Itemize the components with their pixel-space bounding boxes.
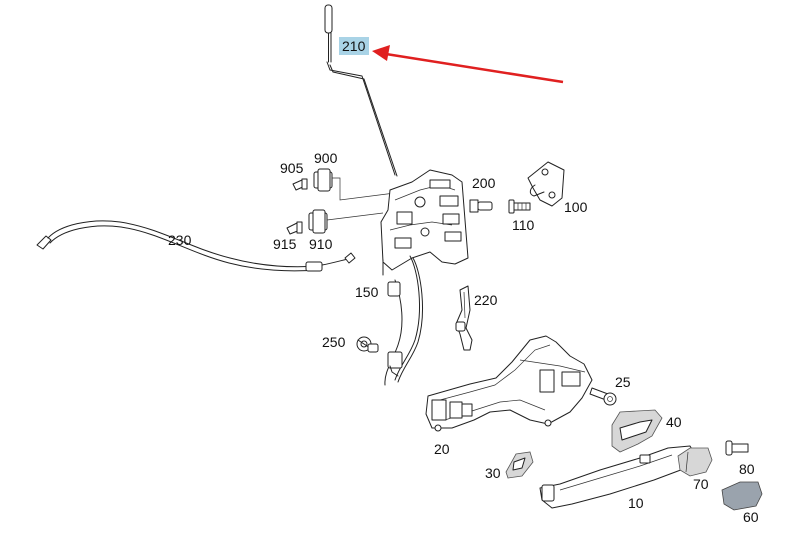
label-10[interactable]: 10: [628, 495, 644, 511]
part-250-grommet[interactable]: [356, 336, 379, 353]
label-905[interactable]: 905: [280, 160, 304, 176]
part-60-lock-cylinder-cap[interactable]: [721, 481, 763, 511]
label-250[interactable]: 250: [322, 334, 346, 350]
label-25[interactable]: 25: [615, 374, 631, 390]
label-200[interactable]: 200: [472, 175, 496, 191]
part-100-striker[interactable]: [527, 161, 565, 207]
part-915-clip[interactable]: [286, 221, 303, 235]
part-10-outer-handle[interactable]: [539, 445, 697, 509]
indicator-arrow: [372, 45, 564, 84]
part-110-screw[interactable]: [508, 199, 531, 214]
label-230[interactable]: 230: [168, 232, 192, 248]
label-915[interactable]: 915: [273, 236, 297, 252]
label-210[interactable]: 210: [342, 38, 366, 54]
part-20-handle-carrier[interactable]: [425, 335, 593, 432]
part-905-clip[interactable]: [292, 178, 308, 191]
label-70[interactable]: 70: [693, 476, 709, 492]
label-80[interactable]: 80: [739, 461, 755, 477]
label-100[interactable]: 100: [564, 199, 588, 215]
part-200-bolt[interactable]: [469, 199, 493, 213]
part-900-bushing[interactable]: [313, 168, 333, 192]
label-910[interactable]: 910: [309, 236, 333, 252]
label-40[interactable]: 40: [666, 414, 682, 430]
label-60[interactable]: 60: [743, 509, 759, 525]
part-30-trim-cap[interactable]: [505, 451, 534, 479]
part-210-lock-rod[interactable]: [324, 4, 398, 177]
label-20[interactable]: 20: [434, 441, 450, 457]
part-910-bushing[interactable]: [308, 209, 328, 234]
label-110[interactable]: 110: [512, 217, 535, 233]
part-150-door-lock[interactable]: [380, 169, 469, 386]
label-900[interactable]: 900: [314, 150, 338, 166]
part-80-screw[interactable]: [725, 440, 749, 456]
part-40-cover[interactable]: [611, 409, 663, 453]
part-230-cable[interactable]: [36, 220, 356, 272]
part-70-end-piece[interactable]: [677, 447, 713, 477]
part-210-highlight: [339, 37, 369, 55]
part-25-screw[interactable]: [589, 387, 617, 406]
label-30[interactable]: 30: [485, 465, 501, 481]
part-220-linkage[interactable]: [455, 285, 473, 351]
label-150[interactable]: 150: [355, 284, 379, 300]
label-220[interactable]: 220: [474, 292, 498, 308]
